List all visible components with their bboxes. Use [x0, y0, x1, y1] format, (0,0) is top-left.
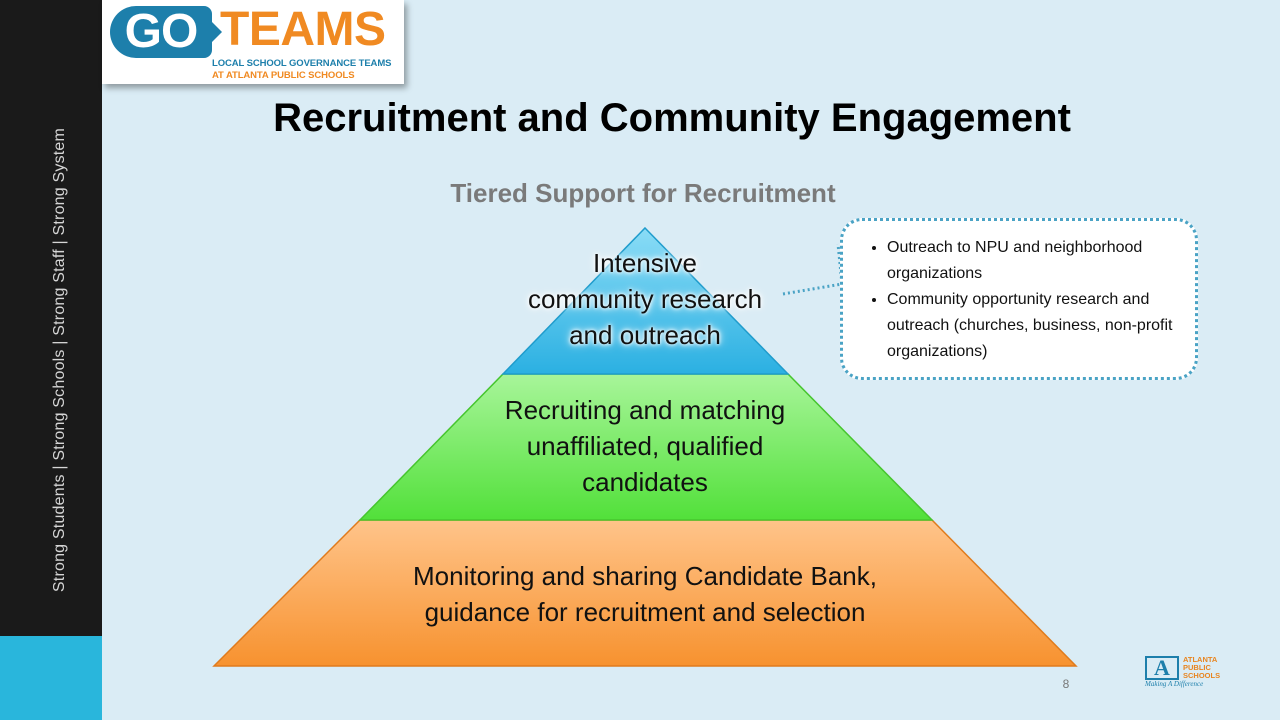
logo-teams-text: TEAMS — [220, 3, 386, 56]
slide-title: Recruitment and Community Engagement — [273, 96, 1071, 140]
tier-middle-line: candidates — [582, 467, 708, 497]
aps-name: ATLANTA PUBLIC SCHOOLS — [1183, 656, 1220, 680]
callout-list-item: Outreach to NPU and neighborhood organiz… — [887, 235, 1179, 287]
callout-list-item: Community opportunity research and outre… — [887, 287, 1179, 365]
tier-top-line: Intensive — [592, 248, 698, 278]
tier-bottom-line: Monitoring and sharing Candidate Bank, — [413, 561, 877, 591]
logo-go-text: GO — [110, 6, 212, 58]
callout-box: Outreach to NPU and neighborhood organiz… — [840, 218, 1198, 380]
aps-tagline: Making A Difference — [1145, 680, 1204, 688]
tier-middle-line: unaffiliated, qualified — [526, 431, 764, 461]
page-number: 8 — [1062, 677, 1070, 691]
tier-bottom-line: guidance for recruitment and selection — [424, 597, 866, 627]
sidebar — [0, 0, 102, 720]
aps-a-icon: A — [1145, 656, 1179, 680]
tier-bottom-label: Monitoring and sharing Candidate Bank, g… — [300, 558, 990, 630]
tier-top-label: Intensive community research and outreac… — [470, 245, 820, 353]
aps-name-line: PUBLIC — [1183, 663, 1211, 672]
pyramid-tier-top — [501, 226, 790, 375]
logo-subtitle-line1: LOCAL SCHOOL GOVERNANCE TEAMS — [212, 58, 392, 69]
tier-top-line: and outreach — [569, 320, 721, 350]
callout-pointer — [782, 243, 844, 296]
tier-top-line: community research — [527, 284, 763, 314]
goteams-logo: GO TEAMS LOCAL SCHOOL GOVERNANCE TEAMS A… — [102, 0, 404, 84]
logo-subtitle-line2: AT ATLANTA PUBLIC SCHOOLS — [212, 70, 355, 81]
aps-logo: A ATLANTA PUBLIC SCHOOLS Making A Differ… — [1145, 656, 1235, 688]
callout-list: Outreach to NPU and neighborhood organiz… — [843, 221, 1195, 365]
sidebar-accent-bar — [0, 636, 102, 720]
tier-middle-label: Recruiting and matching unaffiliated, qu… — [420, 392, 870, 500]
slide-subtitle: Tiered Support for Recruitment — [450, 178, 836, 208]
tier-middle-line: Recruiting and matching — [504, 395, 786, 425]
logo-arrow-icon — [210, 20, 222, 44]
aps-name-line: ATLANTA — [1183, 655, 1218, 664]
aps-name-line: SCHOOLS — [1183, 671, 1221, 680]
